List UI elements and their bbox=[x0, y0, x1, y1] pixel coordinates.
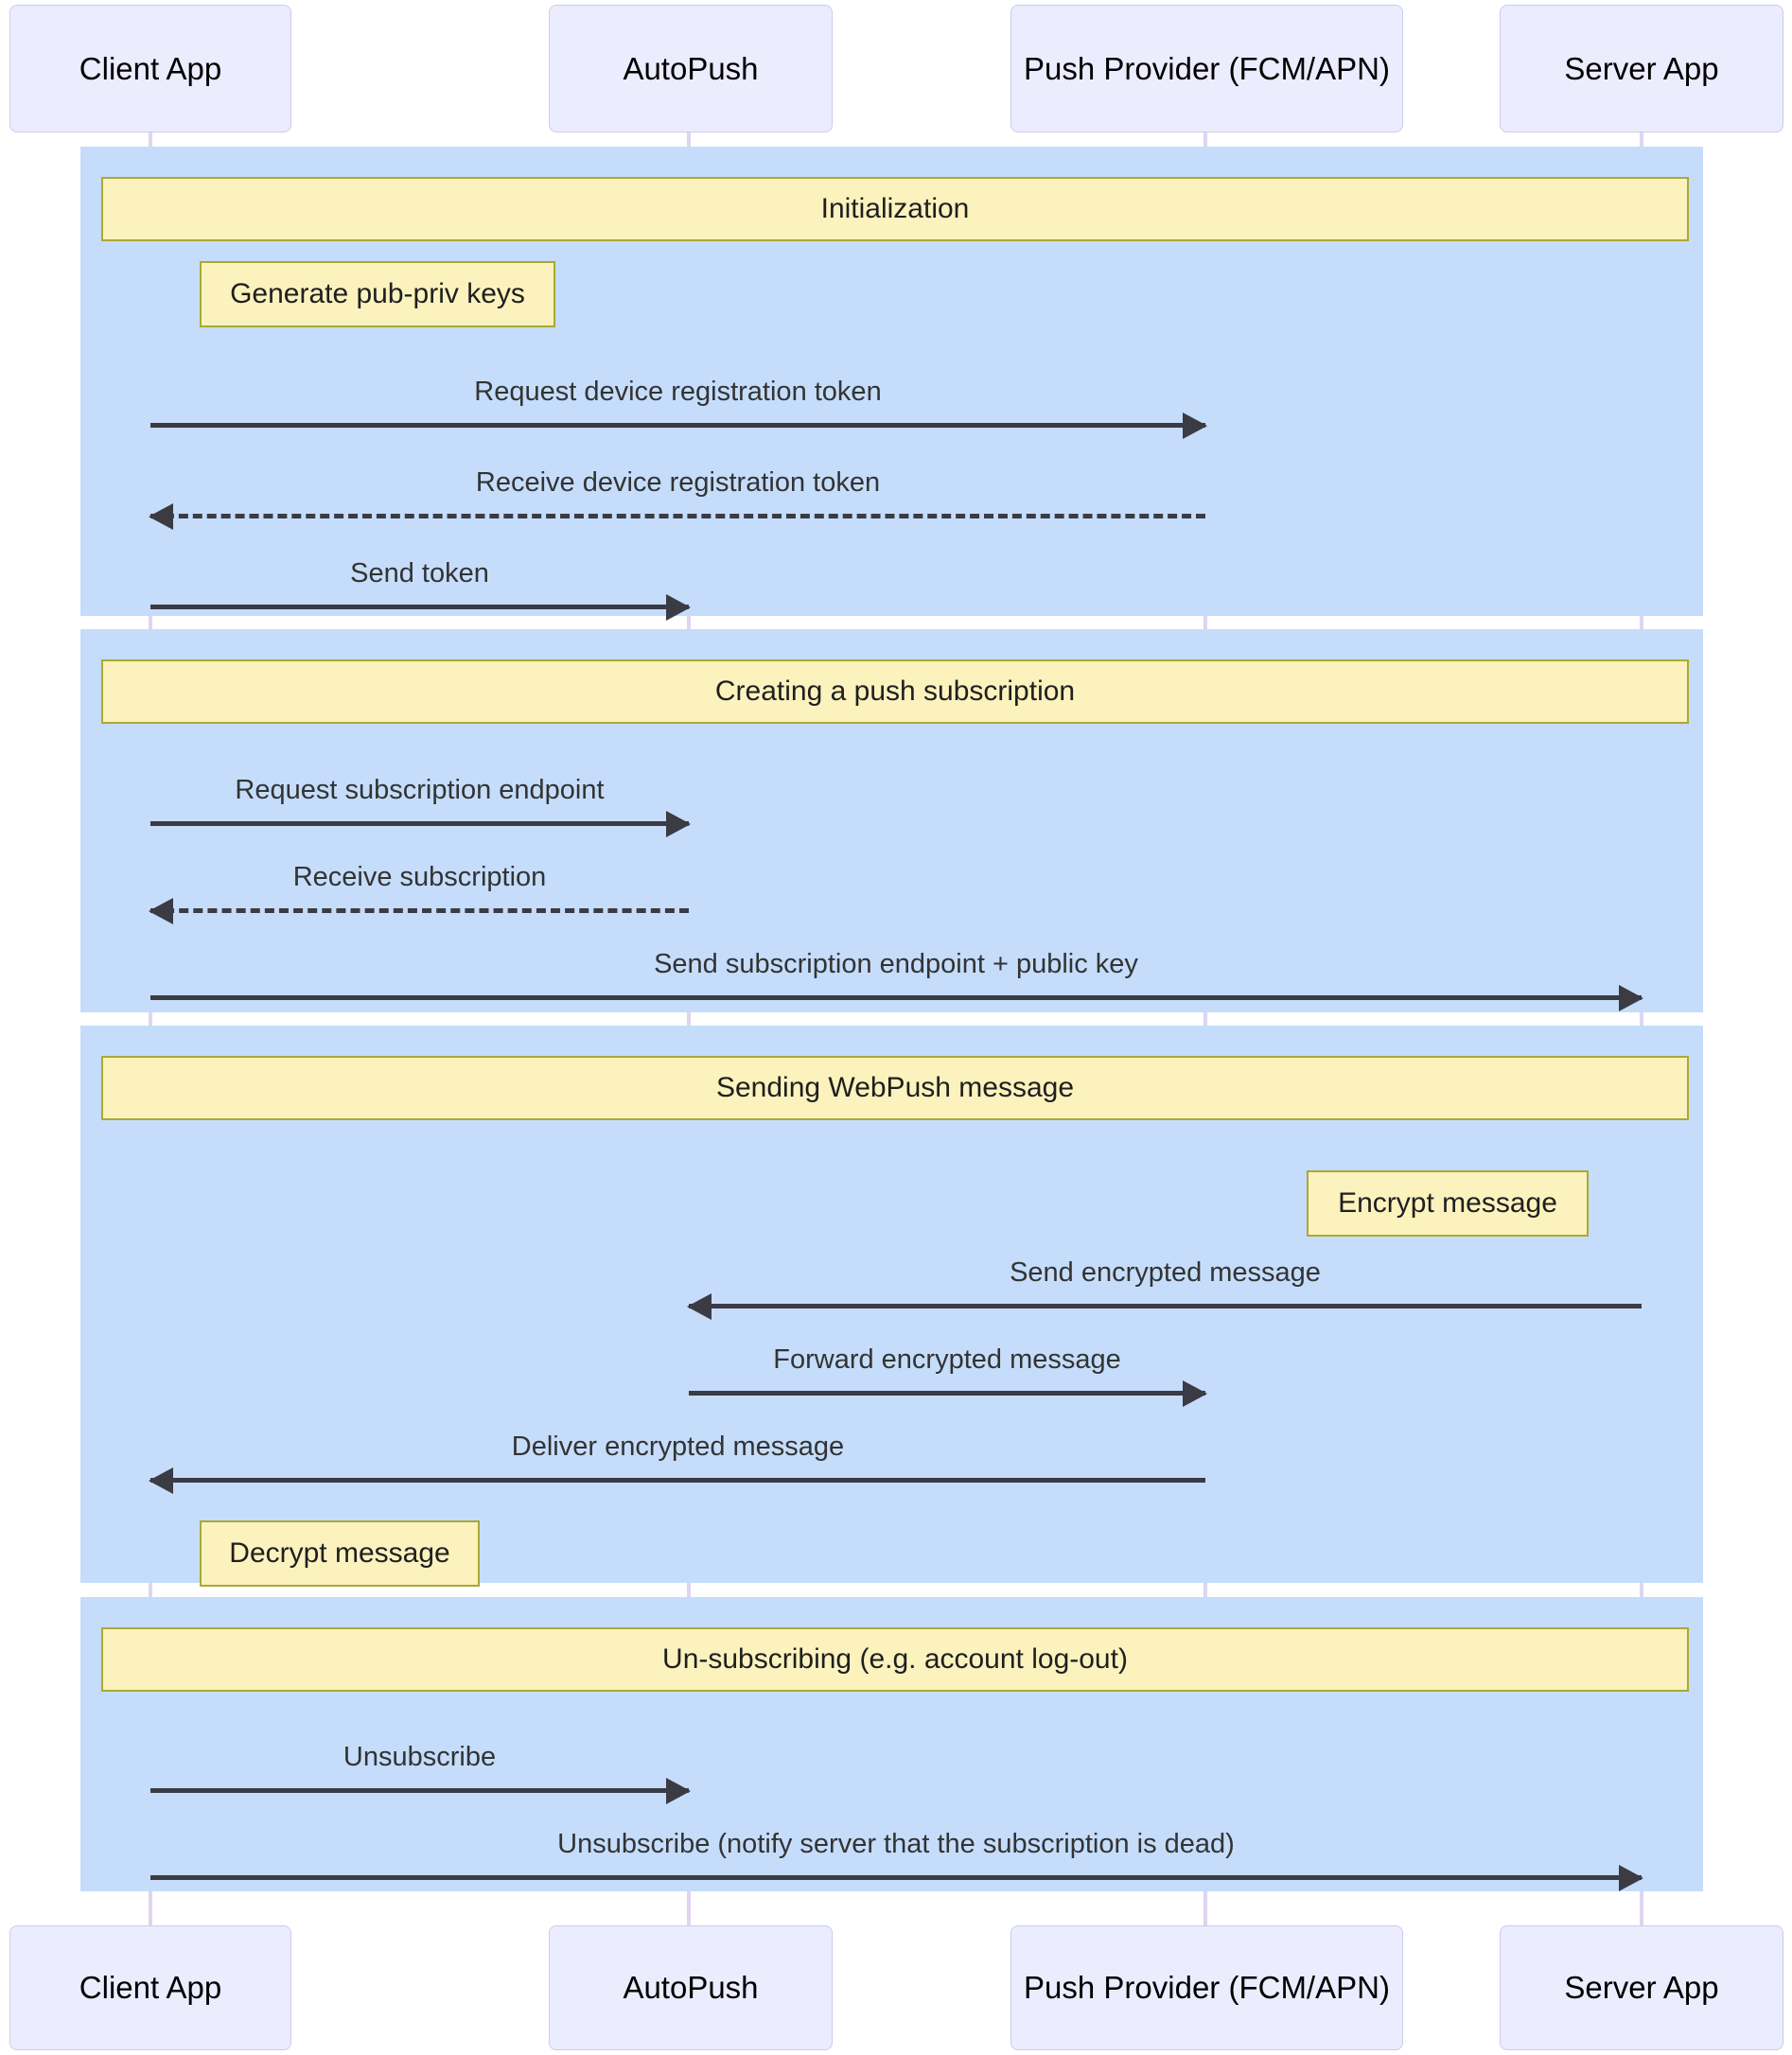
actor-header-label: AutoPush bbox=[623, 50, 759, 86]
message-line-initialization-0 bbox=[150, 423, 1205, 428]
section-title-initialization: Initialization bbox=[101, 177, 1689, 241]
note-label: Decrypt message bbox=[229, 1537, 450, 1569]
message-line-sending-webpush-2 bbox=[150, 1478, 1205, 1483]
actor-footer-label: Push Provider (FCM/APN) bbox=[1024, 1970, 1390, 2005]
actor-footer-provider[interactable]: Push Provider (FCM/APN) bbox=[1010, 1925, 1403, 2050]
arrow-head-right-unsubscribing-1 bbox=[1619, 1865, 1643, 1891]
actor-footer-client[interactable]: Client App bbox=[9, 1925, 291, 2050]
actor-footer-label: Server App bbox=[1564, 1970, 1719, 2005]
message-line-unsubscribing-0 bbox=[150, 1788, 689, 1793]
message-line-creating-subscription-1 bbox=[150, 908, 689, 913]
actor-header-server[interactable]: Server App bbox=[1500, 5, 1783, 132]
message-line-sending-webpush-0 bbox=[689, 1304, 1642, 1309]
actor-header-client[interactable]: Client App bbox=[9, 5, 291, 132]
arrow-head-right-initialization-2 bbox=[666, 594, 691, 621]
note-label: Encrypt message bbox=[1338, 1187, 1557, 1219]
actor-header-autopush[interactable]: AutoPush bbox=[549, 5, 833, 132]
section-title-sending-webpush: Sending WebPush message bbox=[101, 1056, 1689, 1120]
actor-header-label: Server App bbox=[1564, 50, 1719, 86]
actor-header-label: Push Provider (FCM/APN) bbox=[1024, 50, 1390, 86]
message-line-sending-webpush-1 bbox=[689, 1391, 1205, 1396]
message-label-creating-subscription-0: Request subscription endpoint bbox=[235, 775, 605, 805]
note-label: Generate pub-priv keys bbox=[230, 278, 525, 309]
arrow-head-right-unsubscribing-0 bbox=[666, 1778, 691, 1804]
message-label-sending-webpush-2: Deliver encrypted message bbox=[511, 1431, 845, 1462]
section-title-creating-subscription: Creating a push subscription bbox=[101, 659, 1689, 724]
message-label-initialization-2: Send token bbox=[350, 558, 489, 588]
actor-footer-autopush[interactable]: AutoPush bbox=[549, 1925, 833, 2050]
message-label-sending-webpush-1: Forward encrypted message bbox=[773, 1344, 1121, 1375]
message-label-sending-webpush-0: Send encrypted message bbox=[1010, 1257, 1321, 1288]
message-line-initialization-2 bbox=[150, 605, 689, 609]
arrow-head-left-sending-webpush-2 bbox=[149, 1467, 173, 1494]
message-line-unsubscribing-1 bbox=[150, 1875, 1642, 1880]
message-line-creating-subscription-2 bbox=[150, 995, 1642, 1000]
message-label-unsubscribing-1: Unsubscribe (notify server that the subs… bbox=[557, 1829, 1235, 1859]
arrow-head-right-creating-subscription-0 bbox=[666, 811, 691, 837]
note-sending-webpush-1: Decrypt message bbox=[200, 1520, 480, 1587]
actor-header-provider[interactable]: Push Provider (FCM/APN) bbox=[1010, 5, 1403, 132]
note-initialization-0: Generate pub-priv keys bbox=[200, 261, 555, 327]
message-label-initialization-0: Request device registration token bbox=[474, 377, 882, 407]
section-title-label: Initialization bbox=[820, 193, 970, 224]
arrow-head-left-creating-subscription-1 bbox=[149, 898, 173, 924]
message-line-initialization-1 bbox=[150, 514, 1205, 518]
message-label-unsubscribing-0: Unsubscribe bbox=[343, 1742, 497, 1772]
section-title-label: Creating a push subscription bbox=[714, 676, 1076, 707]
note-sending-webpush-0: Encrypt message bbox=[1307, 1170, 1589, 1237]
message-line-creating-subscription-0 bbox=[150, 821, 689, 826]
message-label-creating-subscription-2: Send subscription endpoint + public key bbox=[654, 949, 1138, 979]
section-title-unsubscribing: Un-subscribing (e.g. account log-out) bbox=[101, 1627, 1689, 1692]
actor-header-label: Client App bbox=[79, 50, 222, 86]
section-title-label: Un-subscribing (e.g. account log-out) bbox=[662, 1643, 1128, 1675]
arrow-head-left-sending-webpush-0 bbox=[687, 1293, 712, 1320]
actor-footer-server[interactable]: Server App bbox=[1500, 1925, 1783, 2050]
message-label-creating-subscription-1: Receive subscription bbox=[292, 862, 547, 892]
actor-footer-label: AutoPush bbox=[623, 1970, 759, 2005]
section-title-label: Sending WebPush message bbox=[715, 1072, 1075, 1103]
arrow-head-right-sending-webpush-1 bbox=[1183, 1380, 1207, 1407]
arrow-head-right-creating-subscription-2 bbox=[1619, 985, 1643, 1011]
message-label-initialization-1: Receive device registration token bbox=[475, 467, 881, 498]
arrow-head-right-initialization-0 bbox=[1183, 413, 1207, 439]
actor-footer-label: Client App bbox=[79, 1970, 222, 2005]
arrow-head-left-initialization-1 bbox=[149, 503, 173, 530]
